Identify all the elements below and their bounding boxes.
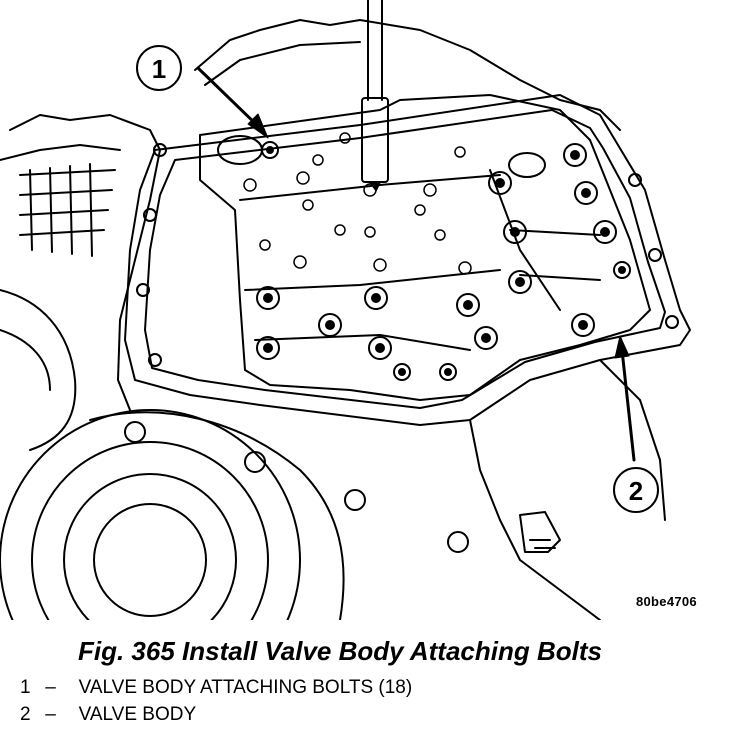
tool-shaft [361, 0, 389, 191]
valve-body-illustration: 1 2 [0, 0, 691, 620]
transmission-case [0, 114, 161, 451]
valve-body [199, 94, 651, 401]
legend-dash: – [45, 704, 56, 725]
callout-2-number: 2 [629, 476, 643, 506]
callout-1-number: 1 [152, 54, 166, 84]
plate-holes [243, 132, 472, 275]
image-code: 80be4706 [636, 594, 697, 609]
legend-item: 1 – VALVE BODY ATTACHING BOLTS (18) [20, 677, 412, 699]
pan-flange [124, 94, 691, 426]
upper-housing [194, 19, 621, 131]
legend-item: 2 – VALVE BODY [20, 704, 196, 726]
legend-number: 1 [20, 677, 31, 698]
legend-number: 2 [20, 704, 31, 725]
legend-text: VALVE BODY ATTACHING BOLTS (18) [78, 677, 413, 698]
converter-housing [0, 409, 469, 620]
callout-2: 2 [613, 335, 659, 513]
attaching-bolts [256, 141, 631, 381]
callout-1: 1 [136, 45, 269, 139]
legend-dash: – [45, 677, 56, 698]
figure-caption: Fig. 365 Install Valve Body Attaching Bo… [78, 636, 602, 666]
legend-text: VALVE BODY [78, 704, 197, 725]
case-right-side [469, 359, 666, 620]
